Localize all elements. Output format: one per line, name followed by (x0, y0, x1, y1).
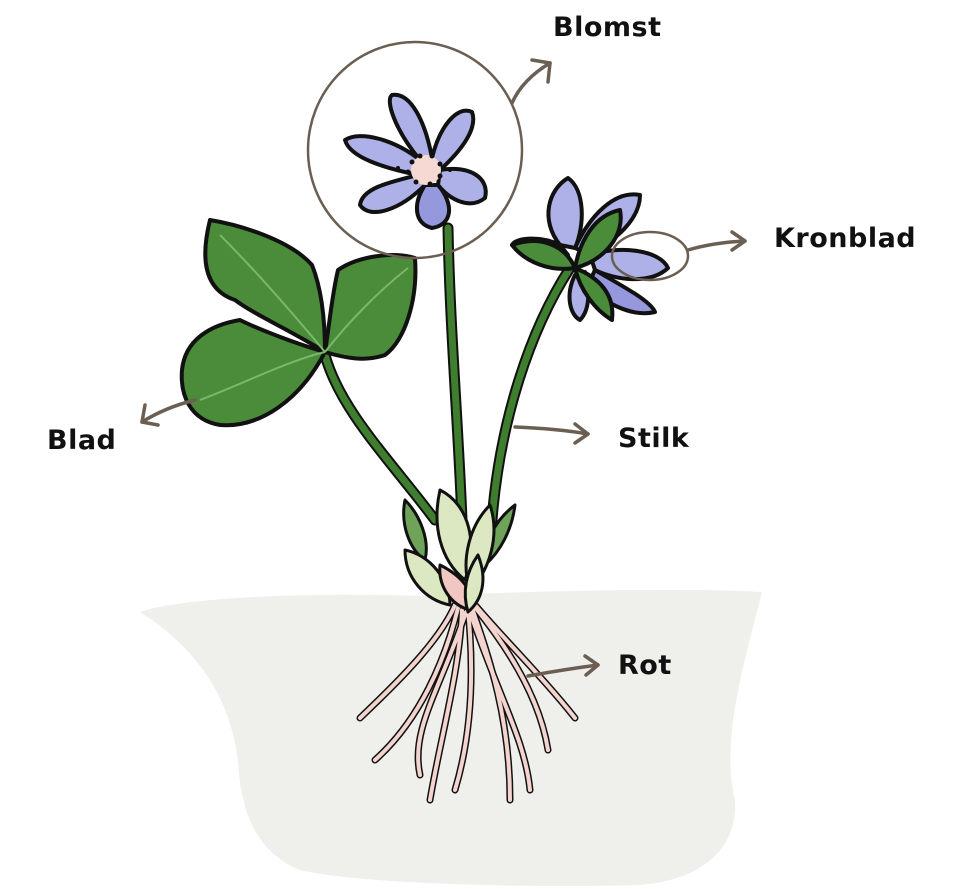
annotation-arrows (140, 58, 747, 678)
arrow-stilk (513, 422, 590, 445)
label-blad: Blad (47, 425, 117, 456)
label-rot: Rot (618, 650, 672, 681)
arrow-rot (526, 654, 600, 678)
main-flower (343, 92, 488, 230)
flower-highlight-circle (306, 40, 524, 260)
label-stilk: Stilk (618, 423, 690, 454)
arrow-blomst (510, 58, 552, 105)
petal-highlight-circle (610, 230, 690, 282)
label-blomst: Blomst (553, 12, 662, 43)
side-flower (510, 176, 670, 322)
roots (356, 601, 579, 804)
arrow-kronblad (686, 230, 747, 252)
arrow-blad (140, 398, 197, 427)
stems (319, 222, 576, 526)
soil-patch (140, 589, 762, 886)
annotation-outlines (306, 40, 690, 282)
label-kronblad: Kronblad (774, 223, 917, 254)
leaf (179, 218, 418, 428)
bud-cluster (402, 488, 517, 614)
